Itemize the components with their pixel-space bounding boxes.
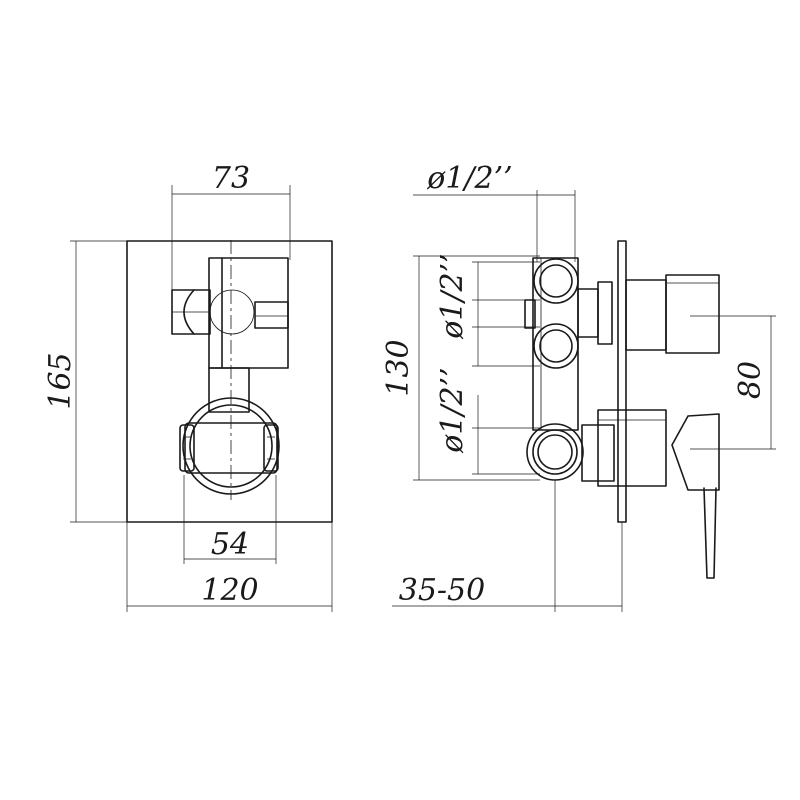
dim-120-label: 120	[201, 573, 258, 608]
valve-body-side	[524, 257, 615, 482]
dim-73: 73	[171, 161, 291, 292]
dim-165-label: 165	[43, 352, 78, 409]
diverter-knob	[625, 274, 720, 354]
front-view: 73 165 54 120	[43, 161, 333, 612]
dim-80: 80	[690, 315, 776, 450]
dim-top-thread: ø1/2’’	[413, 161, 576, 262]
dim-73-label: 73	[212, 161, 250, 196]
dim-130-label: 130	[381, 339, 416, 396]
dim-54-label: 54	[211, 527, 249, 562]
mixer-lever-handle	[597, 409, 720, 579]
dim-130: 130	[381, 255, 540, 481]
dim-top-thread-label: ø1/2’’	[426, 161, 512, 196]
dim-54: 54	[183, 475, 277, 564]
dim-35-50: 35-50	[392, 480, 623, 612]
dim-thread-lower-label: ø1/2’’	[435, 367, 470, 453]
side-view: ø1/2’’ ø1/2’’ ø1/2’’ 130	[381, 161, 776, 612]
dim-thread-upper-label: ø1/2’’	[435, 253, 470, 339]
side-cover-plate	[617, 240, 627, 523]
dim-80-label: 80	[733, 361, 768, 399]
dim-165: 165	[43, 240, 127, 523]
dim-120: 120	[126, 522, 333, 612]
dim-thread-upper: ø1/2’’	[435, 253, 540, 367]
dim-thread-lower: ø1/2’’	[435, 367, 540, 475]
valve-body-front	[171, 240, 289, 500]
front-cover-plate	[126, 240, 333, 523]
dim-35-50-label: 35-50	[399, 573, 485, 608]
